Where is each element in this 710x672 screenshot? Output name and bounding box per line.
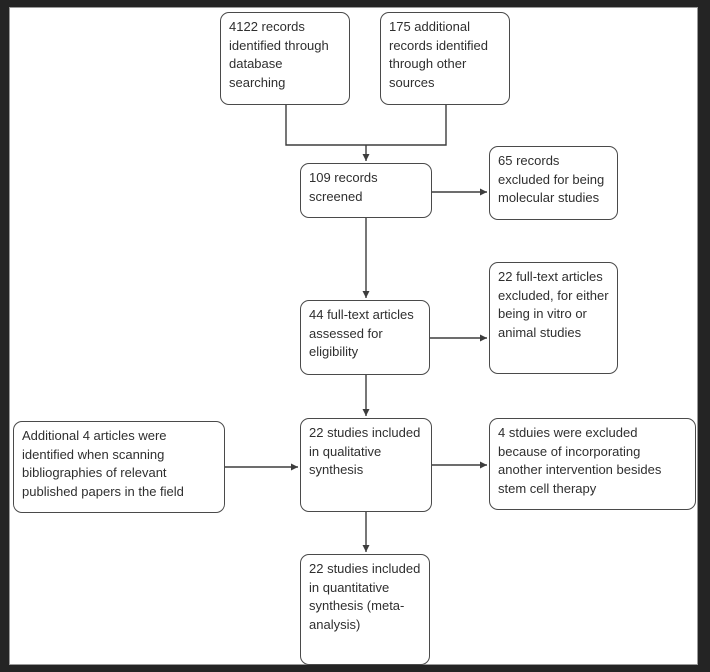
node-records-identified-other-sources: 175 additional records identified throug… [380,12,510,105]
node-fulltext-excluded: 22 full-text articles excluded, for eith… [489,262,618,374]
node-records-excluded-molecular: 65 records excluded for being molecular … [489,146,618,220]
node-qualitative-synthesis: 22 studies included in qualitative synth… [300,418,432,512]
diagram-canvas: 4122 records identified through database… [9,7,698,665]
node-bibliography-articles: Additional 4 articles were identified wh… [13,421,225,513]
node-studies-excluded-intervention: 4 stduies were excluded because of incor… [489,418,696,510]
node-fulltext-assessed: 44 full-text articles assessed for eligi… [300,300,430,375]
node-records-screened: 109 records screened [300,163,432,218]
connector-identification-merge [285,105,447,146]
node-quantitative-synthesis: 22 studies included in quantitative synt… [300,554,430,665]
node-records-identified-database: 4122 records identified through database… [220,12,350,105]
